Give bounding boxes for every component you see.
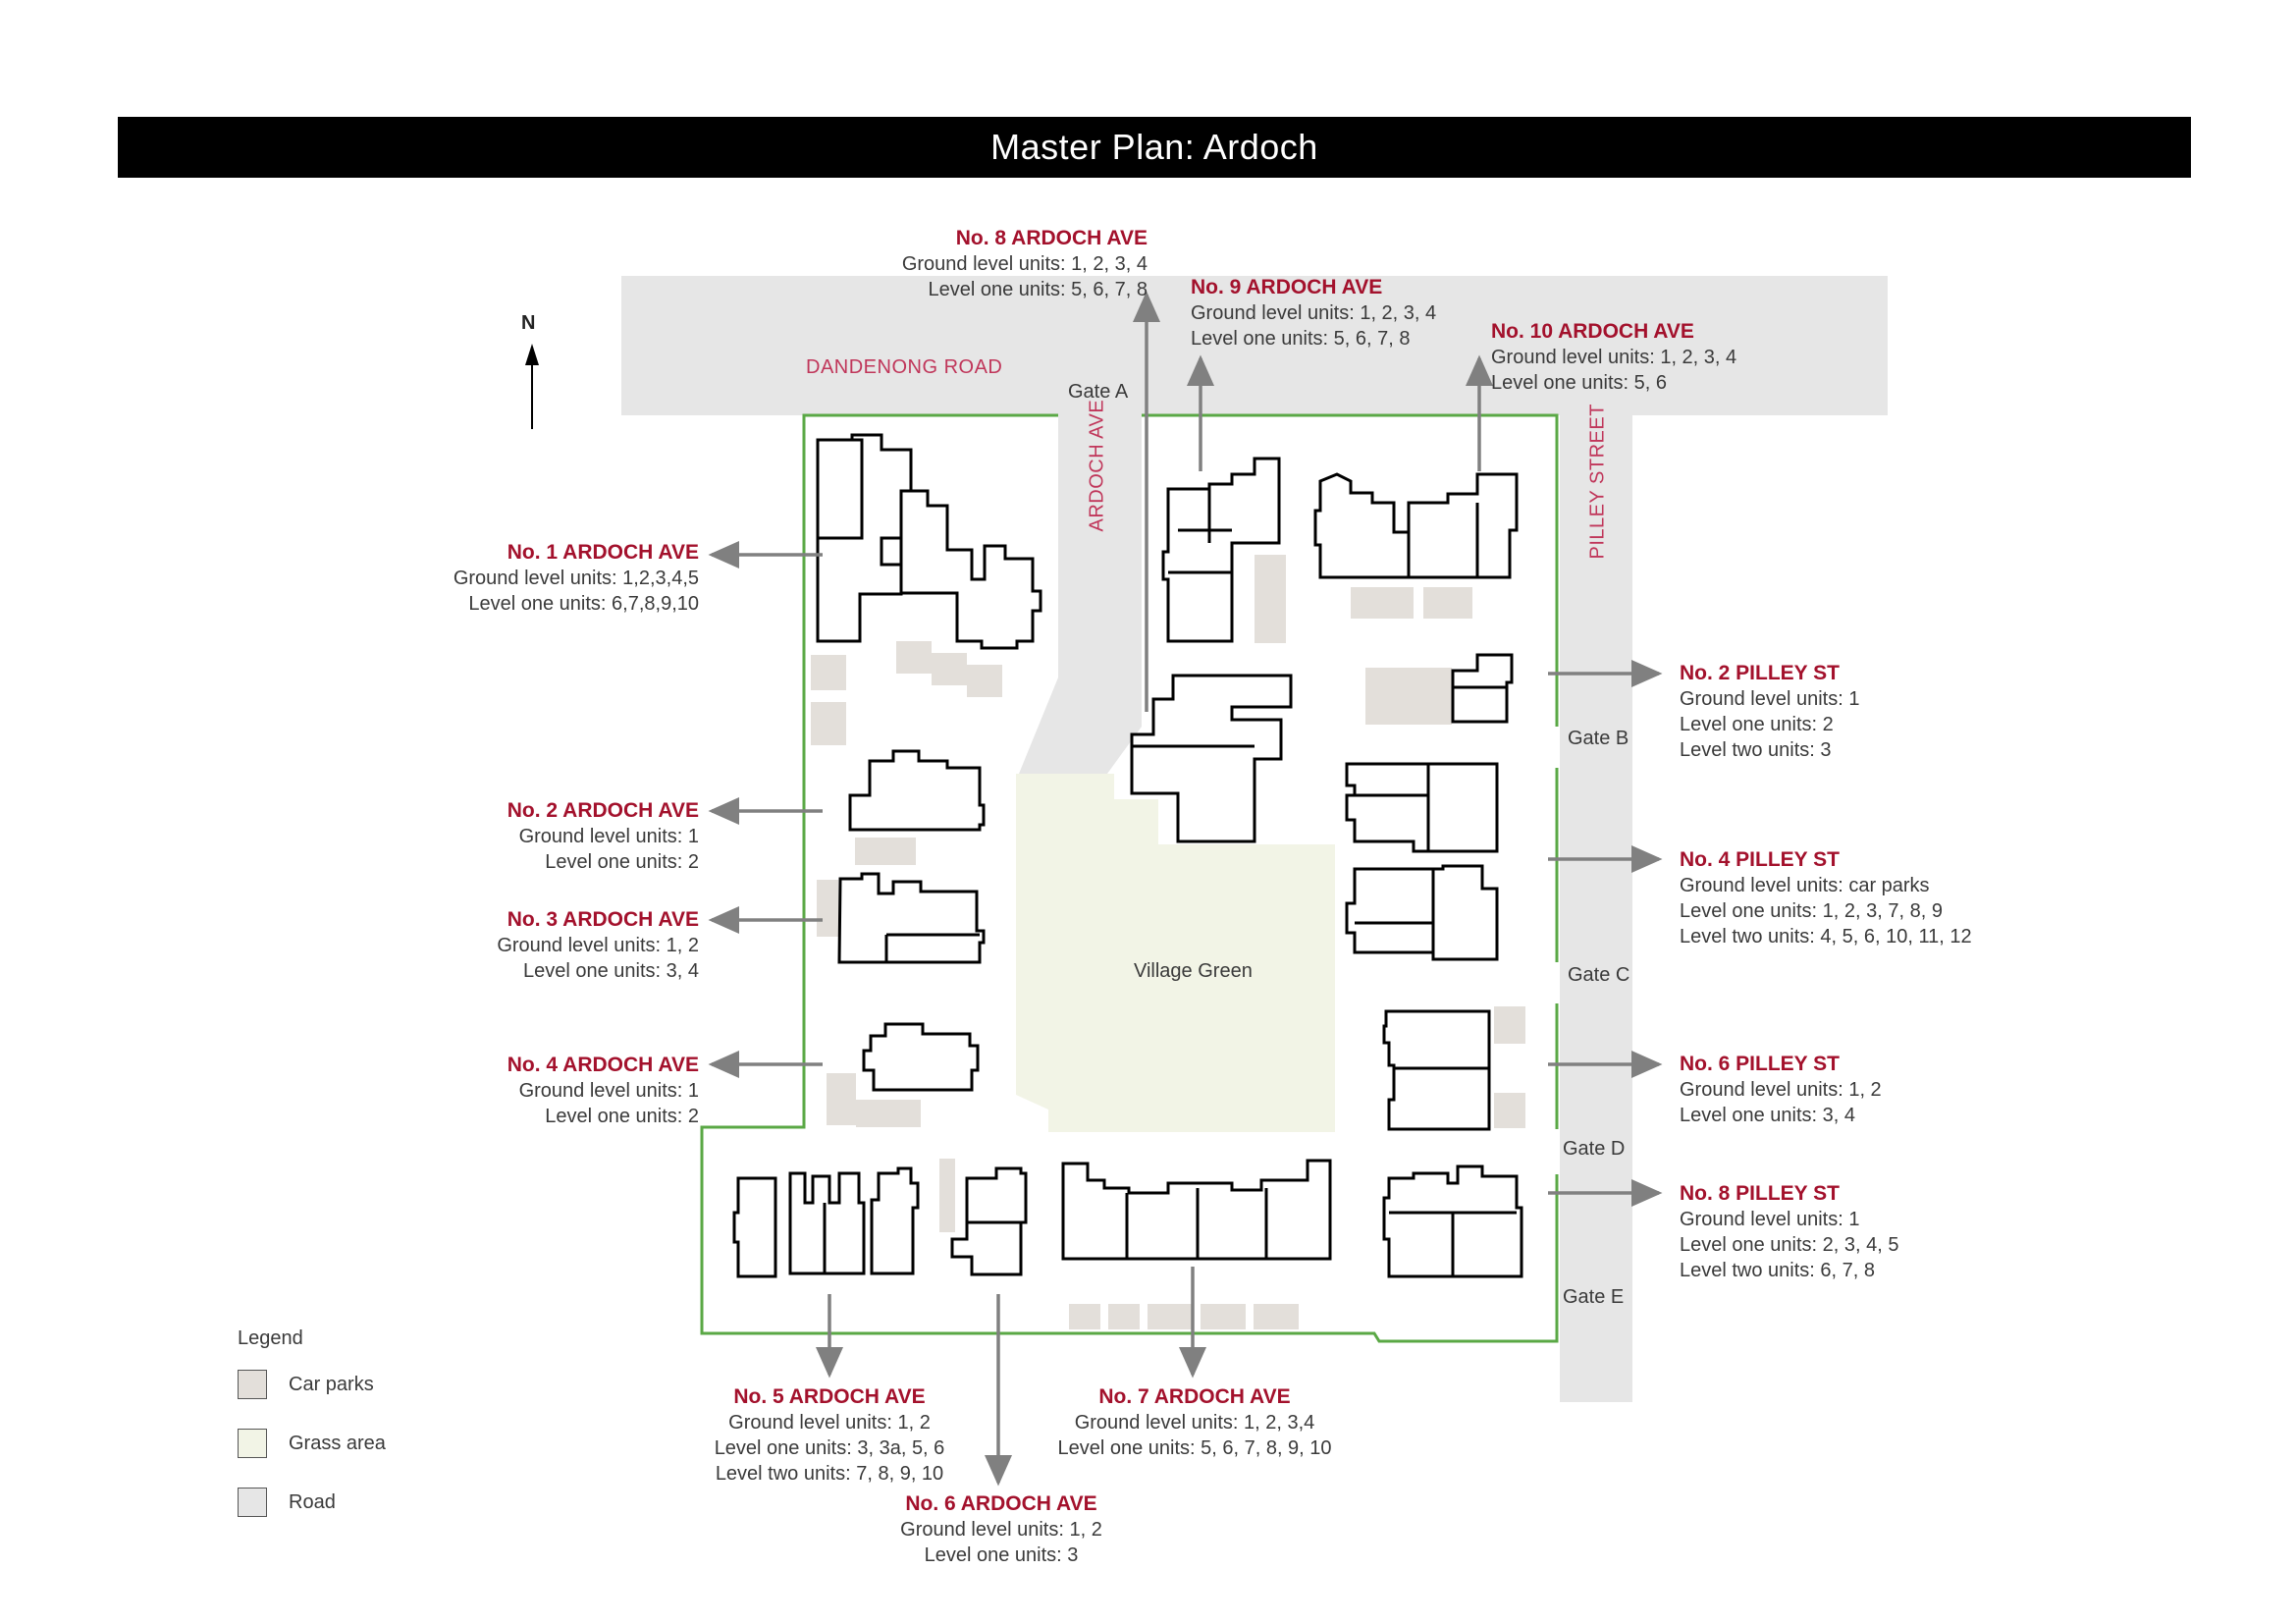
legend-swatch bbox=[238, 1370, 267, 1399]
legend-item-road: Road bbox=[238, 1486, 386, 1519]
gate-e-label: Gate E bbox=[1563, 1286, 1625, 1308]
callout-line: Level one units: 3, 3a, 5, 6 bbox=[714, 1437, 945, 1459]
callout-3-ardoch-ave: No. 3 ARDOCH AVE Ground level units: 1, … bbox=[497, 907, 699, 984]
callout-line: Level one units: 5, 6, 7, 8 bbox=[1191, 328, 1411, 350]
callout-5-ardoch-ave: No. 5 ARDOCH AVE Ground level units: 1, … bbox=[682, 1384, 977, 1487]
callout-line: Level one units: 3, 4 bbox=[1680, 1105, 1856, 1126]
gate-c-label: Gate C bbox=[1568, 964, 1630, 986]
callout-6-ardoch-ave: No. 6 ARDOCH AVE Ground level units: 1, … bbox=[864, 1491, 1139, 1568]
callout-line: Level one units: 2 bbox=[545, 851, 699, 873]
callout-heading: No. 2 PILLEY ST bbox=[1680, 662, 1840, 684]
callout-8-pilley-st: No. 8 PILLEY ST Ground level units: 1 Le… bbox=[1680, 1181, 1899, 1283]
callout-line: Level one units: 5, 6 bbox=[1491, 372, 1668, 394]
pilley-street-label: PILLEY STREET bbox=[1586, 404, 1609, 560]
callout-line: Ground level units: 1 bbox=[1680, 688, 1860, 710]
callout-4-ardoch-ave: No. 4 ARDOCH AVE Ground level units: 1 L… bbox=[507, 1053, 699, 1129]
callout-line: Ground level units: 1, 2, 3,4 bbox=[1074, 1412, 1315, 1434]
callout-10-ardoch-ave: No. 10 ARDOCH AVE Ground level units: 1,… bbox=[1491, 319, 1736, 396]
car-parks bbox=[811, 555, 1525, 1329]
callout-line: Level one units: 3, 4 bbox=[522, 960, 699, 982]
callout-line: Level two units: 4, 5, 6, 10, 11, 12 bbox=[1680, 926, 1972, 947]
callout-line: Level one units: 2 bbox=[1680, 714, 1834, 735]
callout-heading: No. 5 ARDOCH AVE bbox=[733, 1385, 926, 1408]
callout-line: Ground level units: 1,2,3,4,5 bbox=[453, 568, 699, 589]
site-boundary bbox=[700, 413, 1559, 1343]
callout-heading: No. 4 PILLEY ST bbox=[1680, 848, 1840, 871]
callout-line: Ground level units: 1 bbox=[518, 826, 699, 847]
gate-d-label: Gate D bbox=[1563, 1138, 1626, 1160]
callout-heading: No. 8 ARDOCH AVE bbox=[955, 227, 1148, 249]
page-title: Master Plan: Ardoch bbox=[118, 117, 2191, 178]
buildings bbox=[732, 433, 1523, 1278]
callout-line: Ground level units: 1, 2 bbox=[900, 1519, 1102, 1541]
callout-line: Ground level units: 1, 2, 3, 4 bbox=[1191, 302, 1437, 324]
callout-line: Level one units: 5, 6, 7, 8 bbox=[928, 279, 1148, 300]
callout-line: Level one units: 2 bbox=[545, 1106, 699, 1127]
gate-b-label: Gate B bbox=[1568, 728, 1629, 749]
village-green-label: Village Green bbox=[1134, 960, 1253, 982]
callout-line: Ground level units: 1, 2, 3, 4 bbox=[1491, 347, 1737, 368]
callout-heading: No. 10 ARDOCH AVE bbox=[1491, 320, 1694, 343]
callout-line: Level one units: 3 bbox=[924, 1544, 1079, 1566]
legend-title: Legend bbox=[238, 1327, 303, 1349]
legend-item-grass-area: Grass area bbox=[238, 1427, 386, 1460]
callout-6-pilley-st: No. 6 PILLEY ST Ground level units: 1, 2… bbox=[1680, 1052, 1882, 1128]
callout-line: Ground level units: car parks bbox=[1680, 875, 1930, 896]
legend-label: Car parks bbox=[289, 1373, 374, 1395]
legend-item-car-parks: Car parks bbox=[238, 1368, 386, 1401]
callout-heading: No. 6 PILLEY ST bbox=[1680, 1053, 1840, 1075]
callout-line: Ground level units: 1, 2 bbox=[497, 935, 699, 956]
callout-line: Ground level units: 1, 2, 3, 4 bbox=[901, 253, 1148, 275]
callout-line: Level one units: 1, 2, 3, 7, 8, 9 bbox=[1680, 900, 1943, 922]
callout-line: Level two units: 6, 7, 8 bbox=[1680, 1260, 1876, 1281]
callout-2-pilley-st: No. 2 PILLEY ST Ground level units: 1 Le… bbox=[1680, 661, 1859, 763]
callout-line: Level one units: 5, 6, 7, 8, 9, 10 bbox=[1057, 1437, 1332, 1459]
callout-heading: No. 6 ARDOCH AVE bbox=[905, 1492, 1097, 1515]
callout-heading: No. 4 ARDOCH AVE bbox=[507, 1054, 699, 1076]
callout-heading: No. 9 ARDOCH AVE bbox=[1191, 276, 1383, 298]
callout-line: Ground level units: 1, 2 bbox=[1680, 1079, 1882, 1101]
north-arrow-icon bbox=[525, 344, 539, 429]
callout-line: Ground level units: 1 bbox=[518, 1080, 699, 1102]
callout-heading: No. 2 ARDOCH AVE bbox=[507, 799, 699, 822]
north-label: N bbox=[521, 312, 536, 334]
callout-4-pilley-st: No. 4 PILLEY ST Ground level units: car … bbox=[1680, 847, 1972, 949]
pilley-street-road bbox=[1560, 415, 1632, 1402]
legend: Legend Car parks Grass area Road bbox=[238, 1327, 386, 1544]
callout-heading: No. 8 PILLEY ST bbox=[1680, 1182, 1840, 1205]
ardoch-ave-label: ARDOCH AVE bbox=[1086, 399, 1108, 532]
gate-a-label: Gate A bbox=[1068, 381, 1129, 403]
callout-line: Ground level units: 1 bbox=[1680, 1209, 1860, 1230]
callout-line: Level one units: 6,7,8,9,10 bbox=[468, 593, 699, 615]
callout-line: Level one units: 2, 3, 4, 5 bbox=[1680, 1234, 1899, 1256]
dandenong-road-label: DANDENONG ROAD bbox=[806, 356, 1003, 378]
callout-heading: No. 7 ARDOCH AVE bbox=[1098, 1385, 1291, 1408]
callout-1-ardoch-ave: No. 1 ARDOCH AVE Ground level units: 1,2… bbox=[454, 540, 699, 617]
legend-swatch bbox=[238, 1429, 267, 1458]
legend-label: Grass area bbox=[289, 1432, 386, 1454]
callout-heading: No. 3 ARDOCH AVE bbox=[507, 908, 699, 931]
dandenong-road bbox=[621, 276, 1888, 415]
callout-line: Level two units: 7, 8, 9, 10 bbox=[715, 1463, 944, 1485]
legend-swatch bbox=[238, 1488, 267, 1517]
callout-9-ardoch-ave: No. 9 ARDOCH AVE Ground level units: 1, … bbox=[1191, 275, 1436, 352]
callout-7-ardoch-ave: No. 7 ARDOCH AVE Ground level units: 1, … bbox=[1038, 1384, 1352, 1461]
callout-line: Ground level units: 1, 2 bbox=[728, 1412, 931, 1434]
callout-8-ardoch-ave: No. 8 ARDOCH AVE Ground level units: 1, … bbox=[902, 226, 1148, 302]
village-green-area bbox=[1016, 774, 1335, 1132]
legend-label: Road bbox=[289, 1490, 336, 1513]
callout-2-ardoch-ave: No. 2 ARDOCH AVE Ground level units: 1 L… bbox=[507, 798, 699, 875]
ardoch-ave-road bbox=[1019, 415, 1142, 774]
callout-arrows bbox=[708, 291, 1663, 1487]
callout-line: Level two units: 3 bbox=[1680, 739, 1832, 761]
callout-heading: No. 1 ARDOCH AVE bbox=[507, 541, 699, 564]
